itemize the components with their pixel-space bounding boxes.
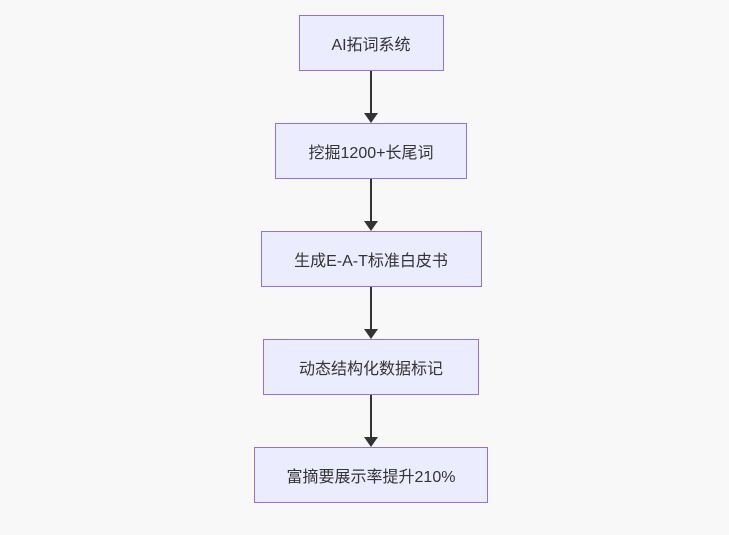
flow-node-3-label: 生成E-A-T标准白皮书 <box>294 253 448 270</box>
flow-edge-3 <box>364 287 378 339</box>
flow-node-2: 挖掘1200+长尾词 <box>275 123 467 179</box>
arrowhead-down-icon <box>364 437 378 447</box>
edge-line <box>370 395 372 437</box>
flow-node-4-label: 动态结构化数据标记 <box>298 361 443 378</box>
flow-node-5: 富摘要展示率提升210% <box>254 447 488 503</box>
flow-node-4: 动态结构化数据标记 <box>263 339 479 395</box>
edge-line <box>370 179 372 221</box>
edge-line <box>370 71 372 113</box>
edge-line <box>370 287 372 329</box>
flow-edge-2 <box>364 179 378 231</box>
flowchart: AI拓词系统 挖掘1200+长尾词 生成E-A-T标准白皮书 动态结构化数据标记 <box>254 15 488 503</box>
flow-node-3: 生成E-A-T标准白皮书 <box>260 231 482 287</box>
flow-node-1: AI拓词系统 <box>298 15 444 71</box>
arrowhead-down-icon <box>364 329 378 339</box>
arrowhead-down-icon <box>364 221 378 231</box>
arrowhead-down-icon <box>364 113 378 123</box>
flow-edge-4 <box>364 395 378 447</box>
flow-node-1-label: AI拓词系统 <box>331 37 411 54</box>
flow-node-5-label: 富摘要展示率提升210% <box>286 469 456 486</box>
flow-node-2-label: 挖掘1200+长尾词 <box>308 145 434 162</box>
flow-edge-1 <box>364 71 378 123</box>
